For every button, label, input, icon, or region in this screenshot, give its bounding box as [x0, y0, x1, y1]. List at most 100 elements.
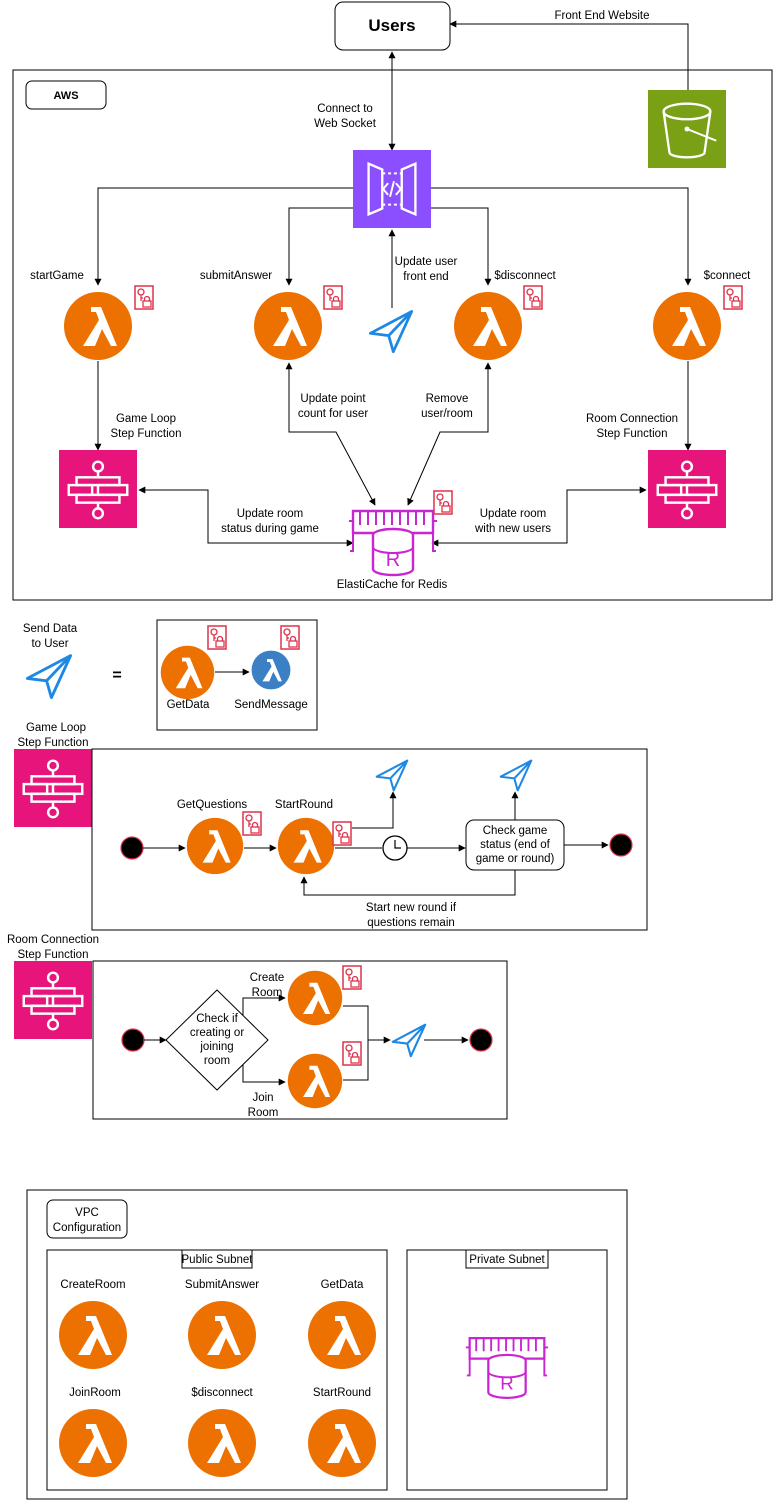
end-node	[609, 833, 633, 857]
roomconn-redis-connector	[431, 486, 647, 547]
check-line1: Check if	[196, 1013, 238, 1025]
frontend-label: Front End Website	[554, 10, 649, 22]
vpc-title-line2: Configuration	[53, 1222, 121, 1234]
check-status-line3: game or round)	[476, 853, 555, 865]
vpc-title-line1: VPC	[75, 1207, 99, 1219]
vpc-lambda-label: SubmitAnswer	[185, 1279, 259, 1291]
join-room-line1: Join	[252, 1092, 273, 1104]
equals-sign: =	[112, 667, 121, 684]
private-subnet-label: Private Subnet	[469, 1254, 545, 1266]
create-room-line1: Create	[250, 972, 285, 984]
timer-hands	[394, 840, 401, 849]
s3-bucket-icon	[648, 90, 726, 168]
lambda-connect-label: $connect	[704, 270, 751, 282]
update-room-status-line1: Update room	[237, 508, 303, 520]
check-status-line1: Check game	[483, 825, 548, 837]
send-data-icon	[391, 1023, 427, 1058]
room-conn-title-line1: Room Connection	[7, 934, 99, 946]
join-room-line2: Room	[248, 1107, 279, 1119]
check-line3: joining	[199, 1041, 233, 1053]
check-line4: room	[204, 1055, 230, 1067]
update-point-count-line1: Update point	[300, 393, 366, 405]
disconnect-redis-connector	[407, 362, 492, 506]
vpc-badge	[46, 1199, 128, 1239]
iam-role-icon	[342, 965, 362, 990]
aws-badge	[25, 80, 107, 110]
lambda-disconnect-icon	[454, 292, 522, 360]
iam-role-icon	[342, 1041, 362, 1066]
iam-role-icon	[433, 490, 453, 515]
lambda-submitanswer-label: submitAnswer	[200, 270, 272, 282]
room-conn-detail-box	[92, 960, 508, 1120]
lambda-icon	[59, 1301, 127, 1369]
room-conn-title-line2: Step Function	[18, 949, 89, 961]
vpc-lambda-label: $disconnect	[191, 1387, 253, 1399]
create-room-line2: Room	[252, 987, 283, 999]
send-data-icon	[25, 654, 73, 700]
lambda-icon	[308, 1301, 376, 1369]
vpc-lambda-label: StartRound	[313, 1387, 371, 1399]
check-line2: creating or	[190, 1027, 245, 1039]
update-point-count-line2: count for user	[298, 408, 368, 420]
send-data-icon	[375, 759, 409, 792]
check-status-line2: status (end of	[480, 839, 550, 851]
lambda-disconnect-label: $disconnect	[494, 270, 556, 282]
merge-connector	[343, 1005, 369, 1081]
public-subnet-label: Public Subnet	[182, 1254, 254, 1266]
vpc-lambda-label: CreateRoom	[60, 1279, 125, 1291]
lambda-getdata-icon	[160, 645, 215, 700]
remove-user-room-line1: Remove	[426, 393, 469, 405]
lambda-connect-icon	[653, 292, 721, 360]
apigw-startgame-connector	[94, 187, 353, 286]
step-function-icon	[59, 450, 137, 528]
start-node	[121, 1028, 145, 1052]
apigw-disconnect-connector	[431, 207, 492, 286]
update-room-users-line2: with new users	[474, 523, 551, 535]
remove-user-room-line2: user/room	[421, 408, 473, 420]
users-label: Users	[368, 16, 415, 35]
send-data-icon	[499, 759, 533, 792]
lambda-createroom-icon	[287, 970, 343, 1026]
frontend-connector	[449, 20, 689, 90]
lambda-icon	[188, 1409, 256, 1477]
lambda-startgame-label: startGame	[30, 270, 84, 282]
send-data-title-line2: to User	[31, 638, 68, 650]
room-conn-sf-label-line2: Step Function	[597, 428, 668, 440]
lambda-getquestions-icon	[186, 817, 244, 875]
send-data-detail-box	[156, 619, 318, 731]
vpc-lambda-label: GetData	[321, 1279, 364, 1291]
game-loop-title-line1: Game Loop	[26, 722, 86, 734]
room-conn-sf-label-line1: Room Connection	[586, 413, 678, 425]
gameloop-redis-connector	[138, 486, 354, 547]
vpc-box	[26, 1189, 628, 1500]
iam-role-icon	[323, 285, 343, 310]
lambda-startgame-icon	[64, 292, 132, 360]
update-room-users-line1: Update room	[480, 508, 546, 520]
apigw-label-line1: Connect to	[317, 103, 373, 115]
game-loop-sf-label-line1: Game Loop	[116, 413, 176, 425]
check-creating-joining-diamond	[165, 989, 269, 1091]
check-joinroom-connector	[242, 1065, 286, 1086]
get-questions-label: GetQuestions	[177, 799, 248, 811]
lambda-icon	[188, 1301, 256, 1369]
getdata-label: GetData	[167, 699, 210, 711]
api-gateway-icon	[353, 150, 431, 228]
update-user-frontend-line1: Update user	[395, 256, 458, 268]
update-user-frontend-line2: front end	[403, 271, 448, 283]
lambda-submitanswer-icon	[254, 292, 322, 360]
start-node	[120, 836, 144, 860]
game-loop-title-line2: Step Function	[18, 737, 89, 749]
step-function-icon	[14, 749, 92, 827]
lambda-startround-icon	[277, 817, 335, 875]
iam-role-icon	[134, 285, 154, 310]
send-data-icon	[368, 310, 414, 354]
elasticache-label: ElastiCache for Redis	[337, 579, 448, 591]
startround-send-connector	[352, 791, 397, 829]
end-node	[469, 1028, 493, 1052]
new-round-line1: Start new round if	[366, 902, 457, 914]
apigw-label-line2: Web Socket	[314, 118, 377, 130]
step-function-icon	[14, 961, 92, 1039]
start-round-label: StartRound	[275, 799, 333, 811]
apigw-submitanswer-connector	[285, 207, 353, 286]
